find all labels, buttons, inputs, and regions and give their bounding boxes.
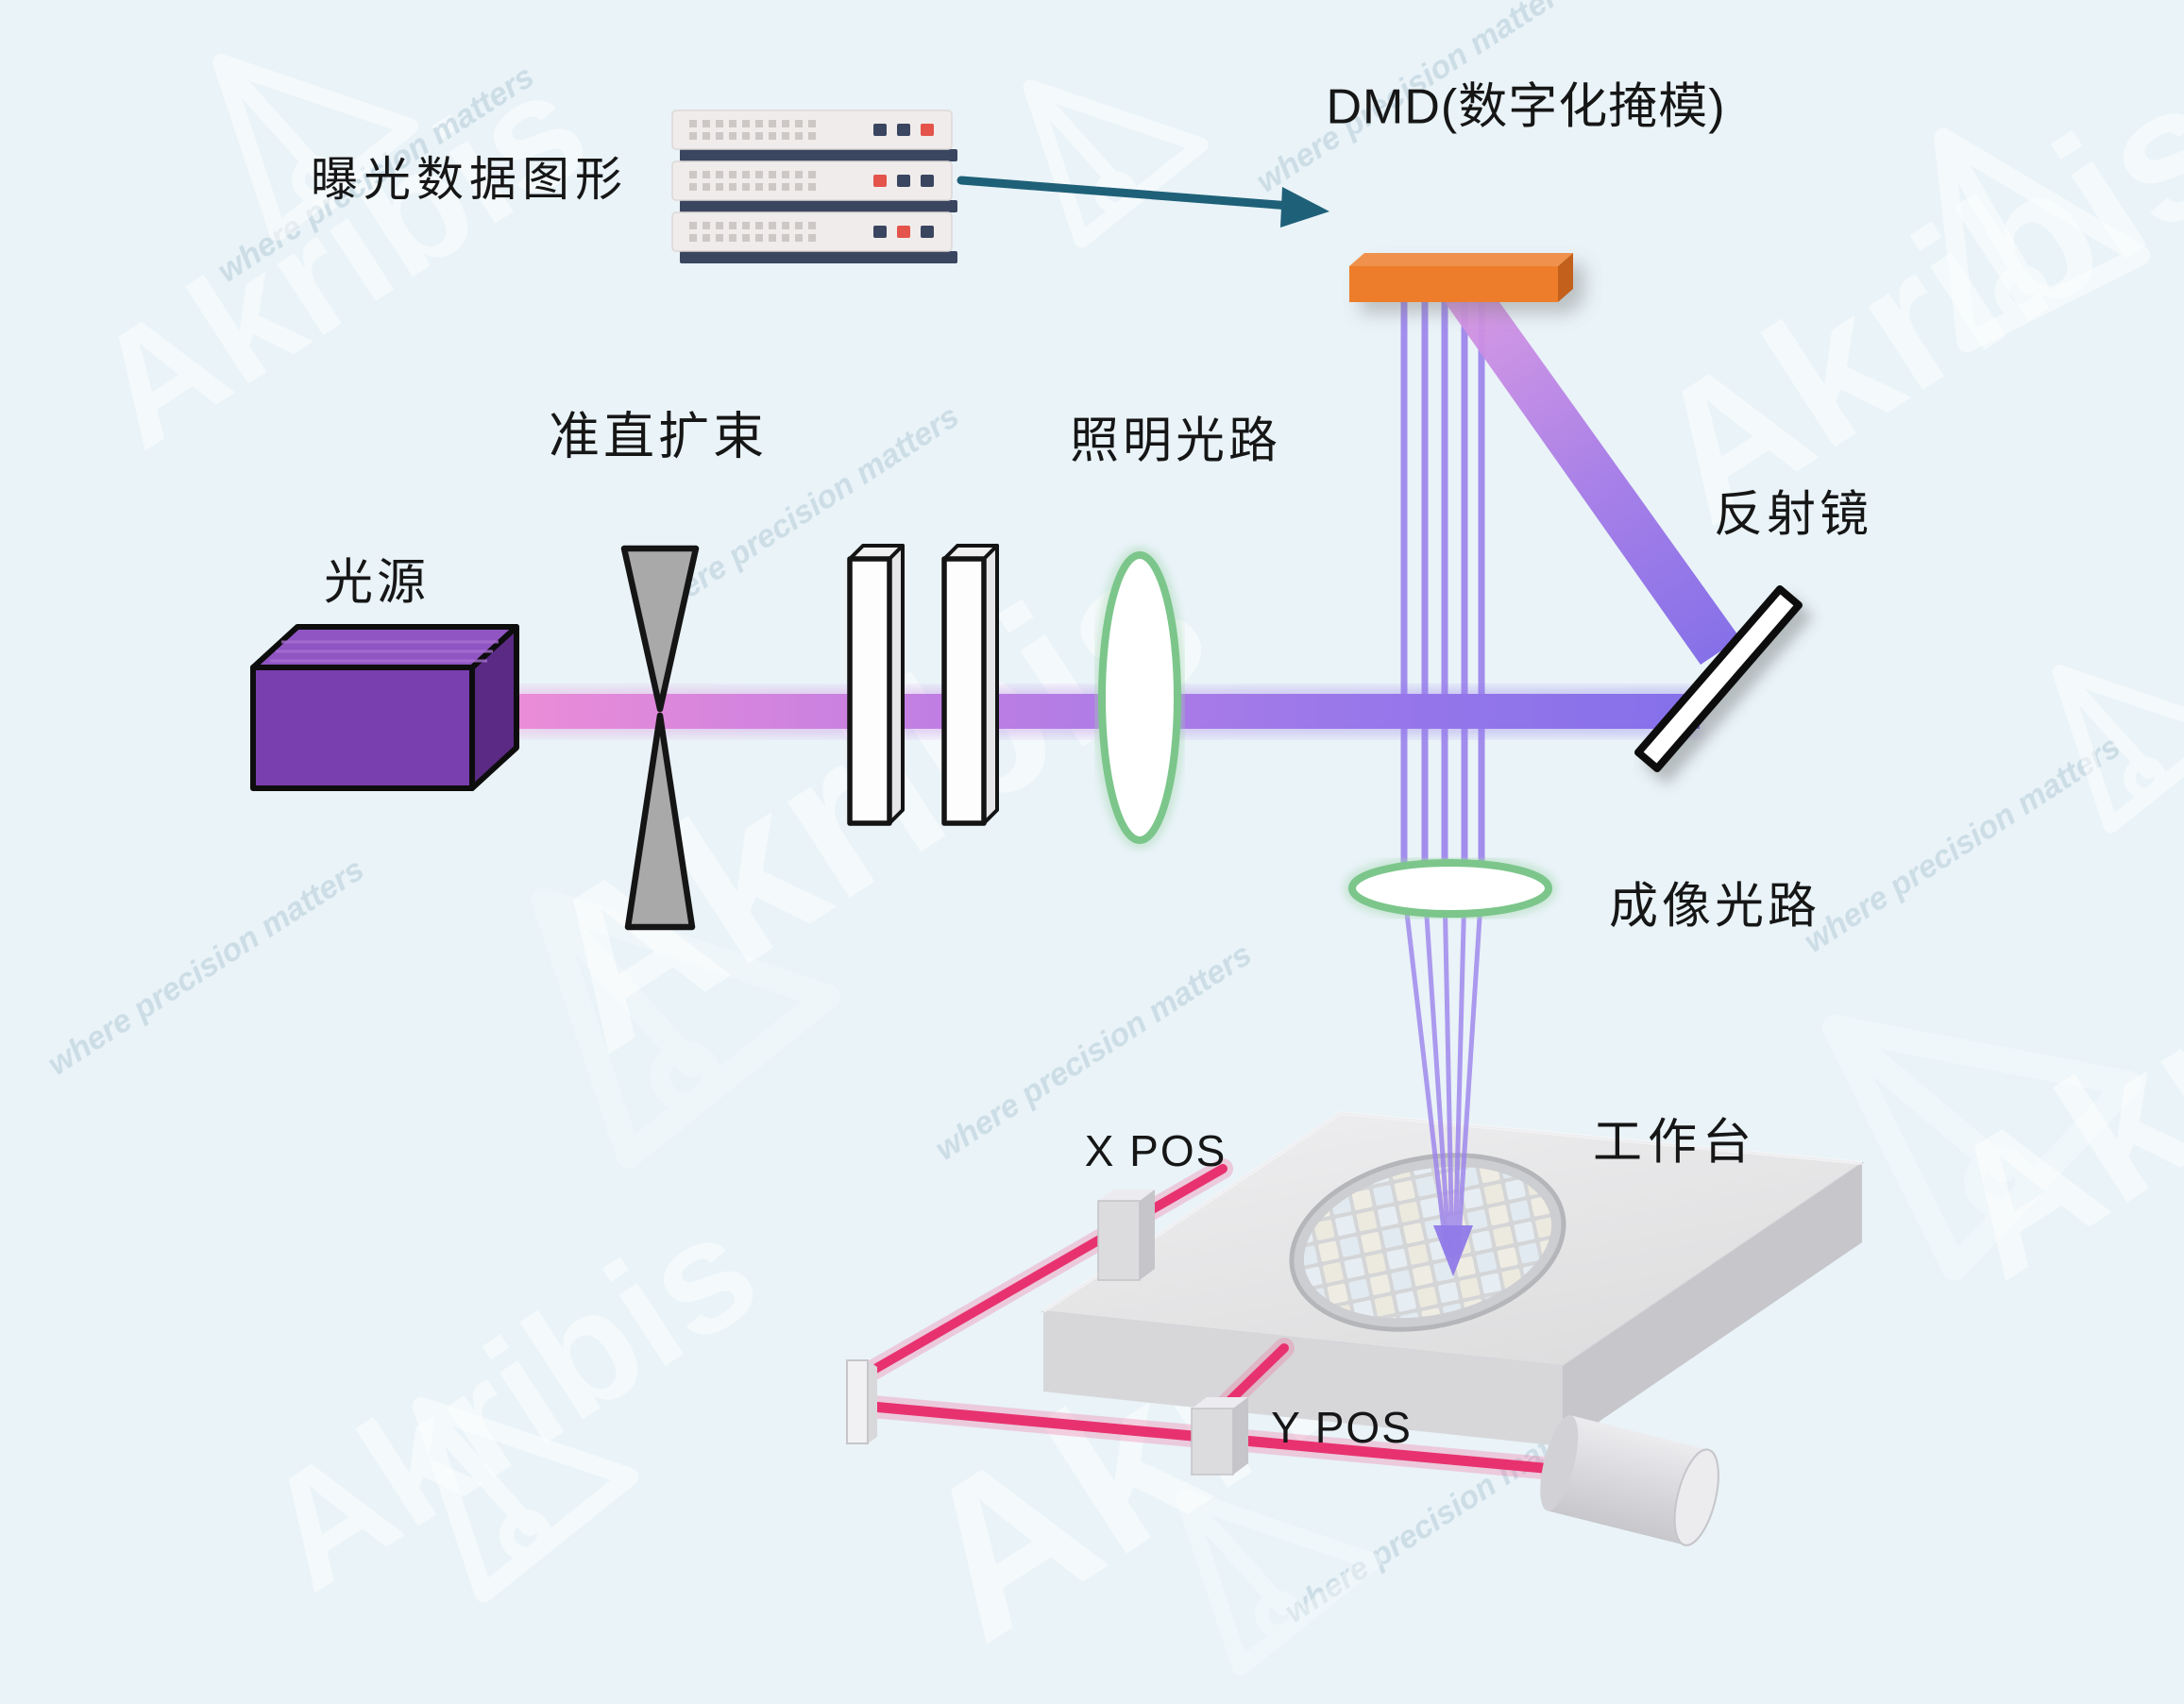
label-imaging: 成像光路 [1608,879,1821,935]
laser-source-cylinder [1540,1415,1719,1546]
label-light-source: 光源 [323,555,431,611]
label-dmd: DMD(数字化掩模) [1326,79,1726,135]
svg-text:where precision matters: where precision matters [42,852,371,1083]
focusing-beams [1401,887,1484,1258]
dmd-bar [1349,253,1573,302]
light-source-box [250,624,519,791]
label-stage: 工作台 [1592,1115,1758,1171]
label-reflector: 反射镜 [1713,487,1873,543]
beam-expander-plates [847,544,999,826]
wafer [1289,1153,1566,1332]
x-laser-beam [857,1164,1227,1381]
server-rack-icon [671,110,957,263]
data-flow-arrow [957,176,1329,228]
svg-text:Akribis: Akribis [233,1178,787,1625]
x-position-sensor [1097,1189,1155,1281]
illumination-lens [1093,547,1186,849]
dmd-projection-beams [1400,302,1485,1276]
label-exposure-data: 曝光数据图形 [311,153,628,206]
laser-splitter-mirror [846,1359,877,1444]
y-position-sensor [1191,1397,1248,1476]
imaging-lens [1344,854,1557,922]
svg-text:where precision matters: where precision matters [1798,729,2127,960]
bowtie-aperture [620,545,700,931]
label-y-pos: Y POS [1271,1403,1413,1452]
label-x-pos: X POS [1084,1126,1227,1175]
y-laser-beam-stub [1221,1343,1289,1409]
reflector-mirror [1634,585,1803,772]
label-collimation: 准直扩束 [549,408,768,465]
focused-beam-arrowhead [1433,1225,1473,1276]
server-vent-dots [689,120,816,242]
label-illumination: 照明光路 [1069,413,1282,469]
server-indicator-lights [873,124,934,238]
main-beam [470,688,1700,735]
mirror-to-dmd-beam [1445,302,1740,665]
